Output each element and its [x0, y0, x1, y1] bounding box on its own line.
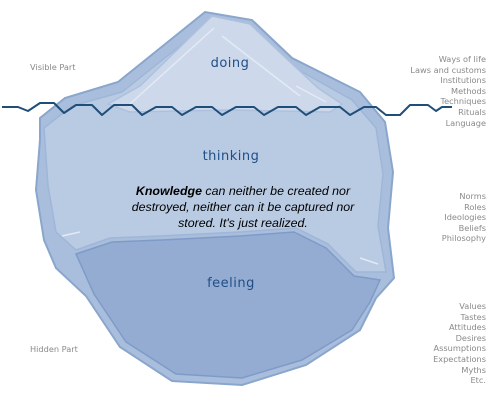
iceberg-facet-lines	[61, 27, 379, 265]
list-item: Methods	[451, 85, 486, 96]
list-item: Ideologies	[444, 212, 486, 223]
list-item: Ways of life	[438, 54, 486, 64]
list-item: Norms	[459, 191, 486, 201]
list-item: Institutions	[440, 75, 486, 86]
list-item: Roles	[464, 201, 486, 212]
list-item: Values	[459, 301, 486, 311]
hidden-part-label: Hidden Part	[30, 344, 78, 354]
list-item: Techniques	[440, 96, 487, 107]
layer-label-feeling: feeling	[207, 276, 255, 291]
list-item: Desires	[455, 332, 486, 343]
list-item: Beliefs	[458, 222, 486, 233]
list-item: Tastes	[460, 311, 486, 322]
list-thinking: Norms Roles Ideologies Beliefs Philosoph…	[442, 191, 486, 244]
list-item: Expectations	[433, 353, 486, 364]
list-item: Assumptions	[433, 343, 486, 354]
layer-label-thinking: thinking	[202, 149, 260, 164]
iceberg-tip	[106, 15, 344, 113]
layer-label-doing: doing	[210, 56, 250, 71]
quote-rest: can neither be created nor destroyed, ne…	[131, 184, 355, 230]
list-doing: Ways of life Laws and customs Institutio…	[410, 54, 486, 128]
list-item: Rituals	[458, 106, 486, 117]
list-item: Etc.	[470, 375, 487, 386]
list-item: Attitudes	[448, 322, 486, 333]
list-feeling: Values Tastes Attitudes Desires Assumpti…	[433, 301, 486, 386]
list-item: Language	[445, 117, 486, 128]
list-item: Myths	[461, 364, 486, 375]
list-item: Philosophy	[441, 233, 486, 244]
iceberg-feeling-layer	[74, 231, 382, 379]
list-item: Laws and customs	[410, 64, 486, 75]
visible-part-label: Visible Part	[30, 62, 76, 72]
waterline	[2, 102, 452, 116]
quote-bold-word: Knowledge	[135, 184, 202, 198]
knowledge-quote: Knowledge can neither be created nor des…	[118, 183, 368, 231]
